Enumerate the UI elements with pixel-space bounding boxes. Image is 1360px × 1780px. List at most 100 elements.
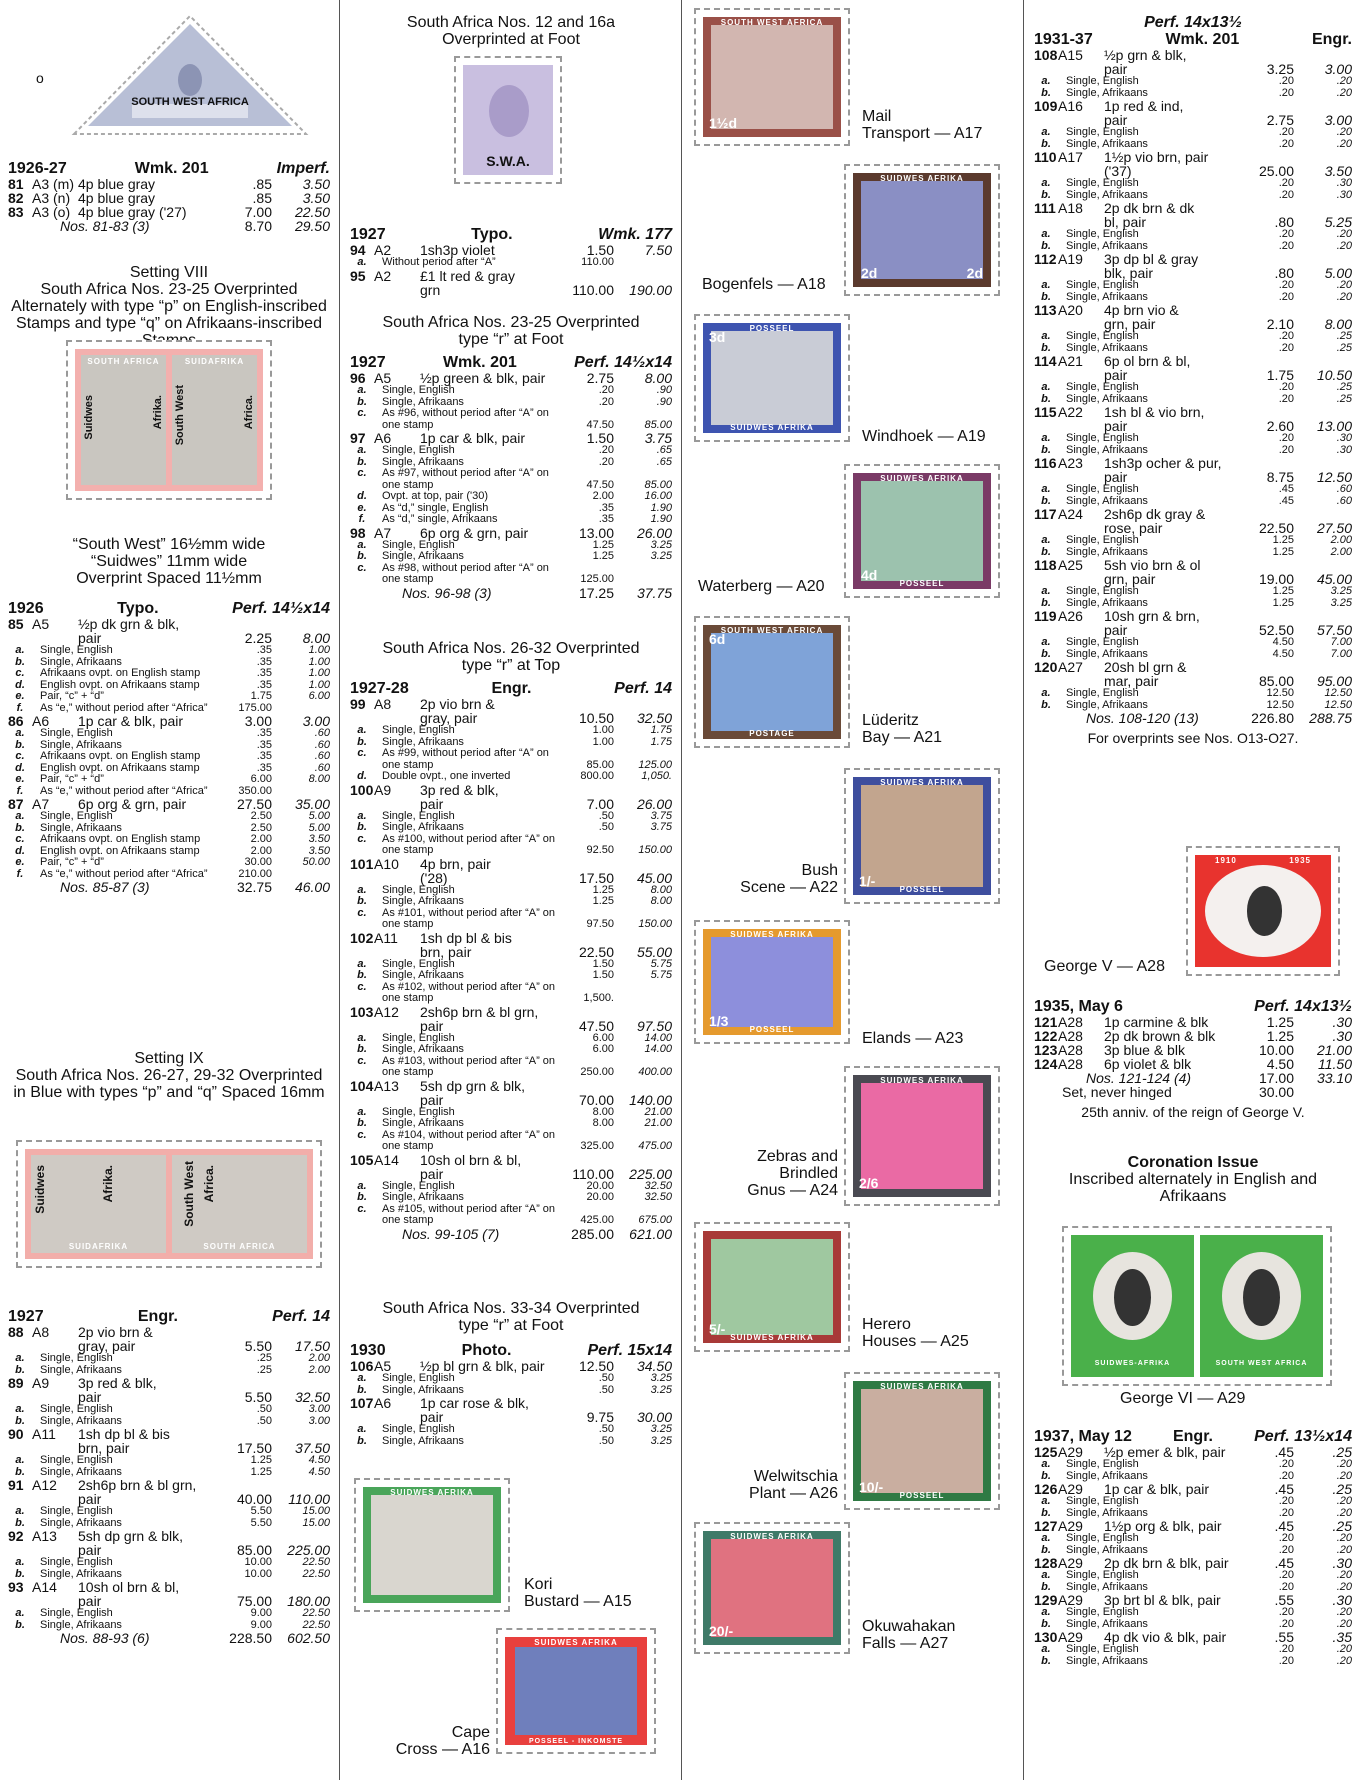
variety-description: Single, English (1066, 75, 1139, 87)
used-value: 45.00 (1316, 571, 1352, 587)
mint-value: 350.00 (238, 784, 272, 797)
mint-value: 20.00 (586, 1191, 614, 1203)
catalog-number: 103 (350, 1003, 374, 1020)
design-code: A6 (374, 1395, 392, 1411)
catalog-number: 91 (8, 1477, 24, 1493)
overprint-note: For overprints see Nos. O13-O27. (1087, 730, 1299, 746)
variety-letter: f. (16, 784, 24, 797)
mint-value: 1.25 (1266, 1014, 1294, 1030)
variety-letter: b. (15, 1618, 25, 1631)
design-code: A10 (374, 855, 399, 872)
used-value: 1,050. (641, 770, 672, 782)
mint-value: 2.10 (1266, 316, 1294, 332)
used-value: 32.50 (294, 1389, 330, 1405)
variety-letter: a. (15, 644, 25, 656)
variety-description: Single, Afrikaans (1066, 137, 1148, 150)
variety-description: Single, English (1066, 534, 1139, 546)
used-value: .30 (1332, 1028, 1352, 1044)
used-value: .25 (1332, 1481, 1352, 1497)
variety-letter: a. (1041, 483, 1051, 495)
mint-value: 1.25 (1272, 545, 1294, 558)
mint-value: .20 (1278, 1580, 1294, 1593)
variety-letter: a. (357, 809, 367, 822)
used-value: 21.00 (1316, 1042, 1352, 1058)
variety-description: English ovpt. on Afrikaans stamp (40, 678, 200, 691)
variety-letter: a. (15, 1607, 25, 1619)
variety-letter: a. (357, 883, 367, 896)
variety-row: f.As “e,” without period after “Africa”1… (8, 701, 330, 715)
design-code: A8 (374, 696, 392, 712)
variety-description: Single, English (1066, 177, 1139, 189)
variety-description: Single, Afrikaans (1066, 188, 1148, 201)
variety-letter: b. (357, 895, 367, 907)
variety-description: Single, Afrikaans (382, 969, 464, 981)
variety-letter: c. (357, 467, 367, 479)
design-code: A19 (1058, 251, 1083, 267)
variety-letter: a. (1041, 177, 1051, 189)
mint-value: .20 (1278, 279, 1294, 291)
catalog-number: 125 (1034, 1444, 1058, 1460)
variety-letter: e. (357, 501, 367, 514)
mint-value: 8.00 (592, 1105, 614, 1118)
variety-letter: b. (1041, 392, 1051, 405)
mint-value: 70.00 (578, 1091, 614, 1108)
used-value: 5.00 (308, 821, 330, 834)
stamp-description: 3p brt bl & blk, pair (1104, 1592, 1221, 1608)
variety-description: Double ovpt., one inverted (382, 770, 511, 782)
used-value: .20 (1336, 279, 1352, 291)
variety-letter: a. (1041, 1495, 1051, 1507)
stamp-description: 2p vio brn & gray, pair (78, 1324, 153, 1354)
mint-value: 92.50 (586, 844, 614, 856)
variety-description: Afrikaans ovpt. on English stamp (40, 667, 201, 679)
stamp-description: 1½p vio brn, pair ('37) (1104, 149, 1209, 179)
design-code: A2 (374, 267, 392, 284)
design-code: A29 (1058, 1629, 1083, 1645)
variety-description: Single, Afrikaans (1066, 1543, 1148, 1556)
variety-description: Single, English (1066, 279, 1139, 291)
mint-value: 3.25 (1266, 61, 1294, 77)
catalog-number: 86 (8, 713, 24, 729)
mint-value: 1.75 (250, 690, 272, 702)
mint-value: .20 (1278, 1654, 1294, 1667)
mint-value: .45 (1274, 1555, 1294, 1571)
variety-letter: b. (357, 1191, 367, 1203)
variety-letter: b. (15, 821, 25, 834)
variety-row: a.Single, English.20.25 (1034, 381, 1352, 394)
caption-a23: Elands — A23 (862, 1030, 964, 1047)
variety-letter: a. (1041, 330, 1051, 342)
used-value: 32.50 (636, 710, 672, 726)
design-code: A29 (1058, 1555, 1083, 1571)
variety-letter: f. (16, 701, 24, 714)
used-value: 8.00 (1324, 316, 1352, 332)
variety-description: Single, English (382, 1179, 455, 1192)
variety-row: b.Single, Afrikaans.20.30 (1034, 444, 1352, 457)
variety-letter: c. (357, 980, 367, 993)
design-code: A14 (374, 1151, 399, 1168)
variety-row: a.Single, English.20.30 (1034, 177, 1352, 190)
design-code: A7 (32, 796, 50, 812)
catalog-number: 120 (1034, 659, 1058, 675)
mint-value: 10.00 (244, 1556, 272, 1568)
